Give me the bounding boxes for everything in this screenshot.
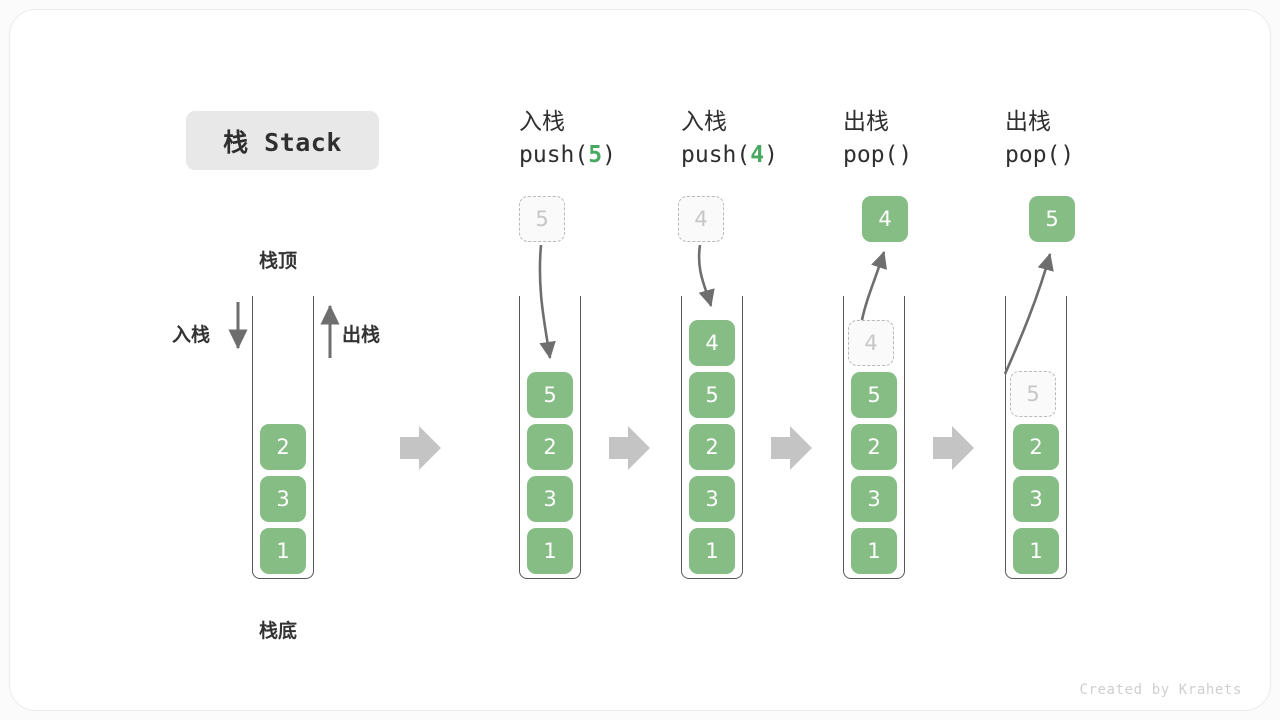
code-suffix: ) bbox=[1060, 142, 1075, 168]
stack-container-pop-4 bbox=[843, 296, 905, 579]
stack-cell: 2 bbox=[689, 424, 735, 470]
stack-cell: 3 bbox=[1013, 476, 1059, 522]
stack-cell: 5 bbox=[527, 372, 573, 418]
stack-cell: 3 bbox=[689, 476, 735, 522]
code-suffix: ) bbox=[898, 142, 913, 168]
code-argument: 5 bbox=[588, 142, 603, 168]
stack-cell: 3 bbox=[851, 476, 897, 522]
pop-side-label: 出栈 bbox=[342, 324, 381, 346]
footer-credit: Created by Krahets bbox=[1079, 682, 1242, 698]
stack-cell: 1 bbox=[1013, 528, 1059, 574]
operation-code: push(4) bbox=[681, 138, 871, 172]
stack-container-push-5 bbox=[519, 296, 581, 579]
code-prefix: push( bbox=[519, 142, 589, 168]
stack-cell: 1 bbox=[851, 528, 897, 574]
code-argument: 4 bbox=[750, 142, 765, 168]
incoming-element-ghost: 5 bbox=[519, 196, 565, 242]
column-header-pop-5: 出栈 pop() bbox=[1005, 106, 1195, 172]
removed-element-ghost: 4 bbox=[848, 320, 894, 366]
stack-cell: 4 bbox=[689, 320, 735, 366]
stack-cell: 1 bbox=[527, 528, 573, 574]
stack-cell: 2 bbox=[260, 424, 306, 470]
stack-cell: 5 bbox=[689, 372, 735, 418]
code-suffix: ) bbox=[602, 142, 616, 168]
column-header-push-5: 入栈 push(5) bbox=[519, 106, 709, 172]
stack-cell: 3 bbox=[260, 476, 306, 522]
operation-name-cn: 出栈 bbox=[843, 109, 889, 135]
diagram-title: 栈 Stack bbox=[186, 111, 379, 170]
popped-element: 5 bbox=[1029, 196, 1075, 242]
code-prefix: pop( bbox=[1005, 142, 1061, 168]
column-header-push-4: 入栈 push(4) bbox=[681, 106, 871, 172]
stack-top-label: 栈顶 bbox=[259, 250, 298, 272]
stack-container-initial bbox=[252, 296, 314, 579]
stack-cell: 2 bbox=[527, 424, 573, 470]
code-prefix: pop( bbox=[843, 142, 899, 168]
incoming-element-ghost: 4 bbox=[678, 196, 724, 242]
column-header-pop-4: 出栈 pop() bbox=[843, 106, 1033, 172]
operation-name-cn: 入栈 bbox=[681, 109, 727, 135]
code-prefix: push( bbox=[681, 142, 751, 168]
popped-element: 4 bbox=[862, 196, 908, 242]
stack-cell: 3 bbox=[527, 476, 573, 522]
operation-code: push(5) bbox=[519, 138, 709, 172]
operation-name-cn: 入栈 bbox=[519, 109, 565, 135]
push-side-label: 入栈 bbox=[172, 324, 211, 346]
code-suffix: ) bbox=[764, 142, 778, 168]
stack-container-push-4 bbox=[681, 296, 743, 579]
stack-cell: 2 bbox=[1013, 424, 1059, 470]
operation-name-cn: 出栈 bbox=[1005, 109, 1051, 135]
stack-cell: 1 bbox=[689, 528, 735, 574]
stack-cell: 1 bbox=[260, 528, 306, 574]
stack-bottom-label: 栈底 bbox=[259, 620, 298, 642]
stack-container-pop-5 bbox=[1005, 296, 1067, 579]
removed-element-ghost: 5 bbox=[1010, 371, 1056, 417]
stack-cell: 5 bbox=[851, 372, 897, 418]
operation-code: pop() bbox=[1005, 138, 1195, 172]
operation-code: pop() bbox=[843, 138, 1033, 172]
stack-cell: 2 bbox=[851, 424, 897, 470]
